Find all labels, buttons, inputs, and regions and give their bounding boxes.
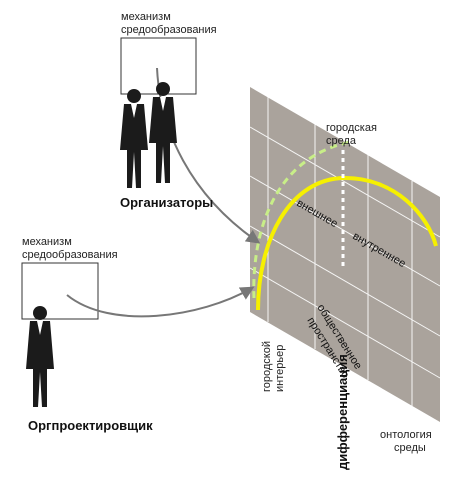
ontology-label-line1: онтология	[380, 429, 432, 441]
orgdesigner-figure	[26, 306, 54, 407]
ontology-plane	[250, 87, 440, 422]
city-interior-label-line2: интерьер	[274, 345, 286, 392]
left-mechanism-label-line1: механизм	[22, 236, 72, 248]
city-env-label-line1: городская	[326, 122, 377, 134]
organizers-label: Организаторы	[120, 195, 213, 210]
top-mechanism-label-line1: механизм	[121, 11, 171, 23]
yellow-curve	[256, 175, 438, 311]
left-mechanism-label-line2: средообразования	[22, 249, 118, 261]
orgdesigner-label: Оргпроектировщик	[28, 418, 153, 433]
organizers-figures	[120, 82, 177, 188]
dashed-green-curve	[252, 140, 351, 299]
differentiation-label: дифференциация	[335, 354, 350, 470]
left-mechanism-frame	[21, 262, 99, 320]
top-mechanism-label-line2: средообразования	[121, 24, 217, 36]
ontology-label-line2: среды	[394, 442, 426, 454]
city-interior-label-line1: городской	[261, 341, 273, 392]
city-env-label-line2: среда	[326, 135, 357, 147]
arrow-from-orgdesigner	[66, 286, 255, 318]
